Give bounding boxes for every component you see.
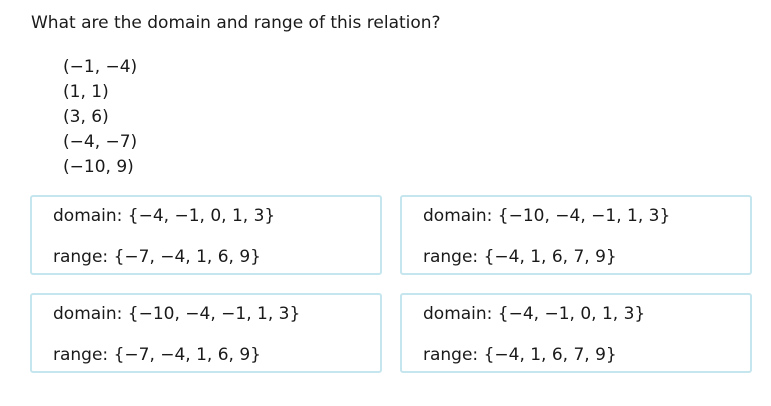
answer-choice-d[interactable]: domain: {−4, −1, 0, 1, 3} range: {−4, 1,…: [400, 293, 752, 373]
relation-pair: (−4, −7): [63, 132, 138, 152]
answer-choice-a[interactable]: domain: {−4, −1, 0, 1, 3} range: {−7, −4…: [30, 195, 382, 275]
choice-range-text: range: {−4, 1, 6, 7, 9}: [423, 247, 617, 267]
choice-domain-text: domain: {−4, −1, 0, 1, 3}: [53, 206, 276, 226]
relation-pair: (3, 6): [63, 107, 109, 127]
relation-pairs-list: (−1, −4) (1, 1) (3, 6) (−4, −7) (−10, 9): [63, 55, 137, 180]
answer-choice-c[interactable]: domain: {−10, −4, −1, 1, 3} range: {−7, …: [30, 293, 382, 373]
answer-choice-b[interactable]: domain: {−10, −4, −1, 1, 3} range: {−4, …: [400, 195, 752, 275]
choice-domain-text: domain: {−10, −4, −1, 1, 3}: [423, 206, 671, 226]
question-prompt: What are the domain and range of this re…: [31, 13, 441, 33]
choice-domain-text: domain: {−4, −1, 0, 1, 3}: [423, 304, 646, 324]
choice-range-text: range: {−7, −4, 1, 6, 9}: [53, 247, 261, 267]
choice-domain-text: domain: {−10, −4, −1, 1, 3}: [53, 304, 301, 324]
choice-range-text: range: {−4, 1, 6, 7, 9}: [423, 345, 617, 365]
relation-pair: (1, 1): [63, 82, 109, 102]
choice-range-text: range: {−7, −4, 1, 6, 9}: [53, 345, 261, 365]
relation-pair: (−1, −4): [63, 57, 138, 77]
relation-pair: (−10, 9): [63, 157, 134, 177]
